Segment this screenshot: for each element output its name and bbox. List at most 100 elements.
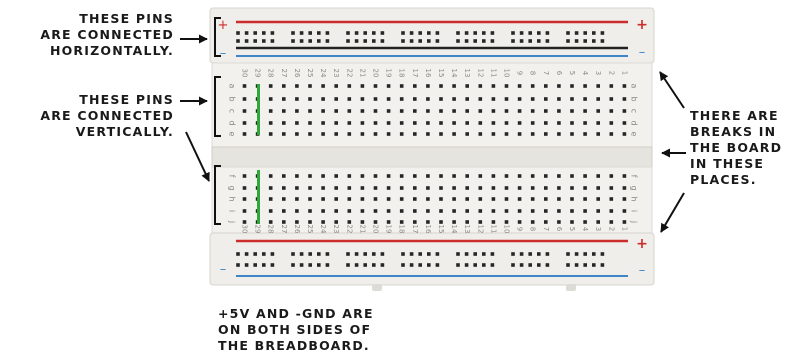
hole xyxy=(530,197,535,201)
hole xyxy=(399,132,404,136)
hole xyxy=(321,174,325,178)
column-number: 17 xyxy=(411,69,419,78)
hole xyxy=(583,263,587,267)
hole xyxy=(373,220,378,224)
hole xyxy=(592,39,596,43)
hole xyxy=(482,39,486,43)
hole xyxy=(373,186,378,190)
hole xyxy=(490,31,495,35)
row-letter: g xyxy=(228,185,237,190)
hole xyxy=(544,97,548,101)
hole xyxy=(399,209,404,213)
hole xyxy=(386,109,391,113)
column-number: 24 xyxy=(319,69,327,78)
hole xyxy=(334,220,338,224)
hole xyxy=(244,39,249,43)
hole xyxy=(622,174,627,178)
hole xyxy=(325,39,330,43)
hole xyxy=(491,84,496,88)
column-number: 30 xyxy=(241,225,249,234)
hole xyxy=(465,132,469,136)
hole xyxy=(291,39,295,43)
hole xyxy=(439,132,443,136)
column-number: 5 xyxy=(568,71,576,75)
column-number: 3 xyxy=(594,227,602,231)
hole xyxy=(537,31,541,35)
hole xyxy=(491,174,496,178)
hole xyxy=(418,31,422,35)
row-letter: b xyxy=(228,96,237,101)
hole xyxy=(295,97,299,101)
hole xyxy=(413,209,417,213)
hole xyxy=(413,97,417,101)
hole xyxy=(399,186,404,190)
column-number: 9 xyxy=(516,71,524,75)
hole xyxy=(360,174,365,178)
hole xyxy=(363,31,367,35)
hole xyxy=(413,220,417,224)
hole xyxy=(413,84,417,88)
hole xyxy=(464,39,469,43)
hole xyxy=(609,109,614,113)
column-number: 18 xyxy=(398,225,406,234)
hole xyxy=(409,31,414,35)
row-letter: d xyxy=(630,120,639,125)
column-number: 6 xyxy=(555,71,563,76)
hole xyxy=(452,197,456,201)
hole xyxy=(452,121,456,125)
column-number: 29 xyxy=(254,69,262,78)
hole xyxy=(295,109,299,113)
hole xyxy=(544,209,548,213)
arrow-vertical-diagonal xyxy=(185,131,210,182)
hole xyxy=(544,186,548,190)
row-letter: a xyxy=(228,84,237,89)
hole xyxy=(491,209,496,213)
hole xyxy=(268,84,273,88)
row-letter: d xyxy=(228,120,237,125)
hole xyxy=(537,263,541,267)
bottom-power-rail-strip xyxy=(209,232,655,286)
hole xyxy=(566,31,570,35)
hole xyxy=(504,186,509,190)
hole xyxy=(478,220,483,224)
hole xyxy=(426,109,430,113)
hole xyxy=(360,84,365,88)
minus-sign-top-right: – xyxy=(639,45,646,60)
hole xyxy=(426,209,430,213)
hole xyxy=(427,263,431,267)
hole xyxy=(308,197,312,201)
hole xyxy=(517,97,522,101)
hole xyxy=(363,39,367,43)
row-letter: c xyxy=(630,109,639,113)
label-vertical: THESE PINS ARE CONNECTED VERTICALLY. xyxy=(40,92,174,139)
hole xyxy=(242,84,247,88)
hole xyxy=(570,174,574,178)
column-number: 16 xyxy=(424,225,432,234)
hole xyxy=(282,132,286,136)
hole xyxy=(386,209,391,213)
hole xyxy=(574,39,579,43)
hole xyxy=(373,121,378,125)
hole xyxy=(511,263,515,267)
hole xyxy=(545,263,550,267)
hole xyxy=(386,97,391,101)
bracket-upper-terminal xyxy=(214,76,221,137)
hole xyxy=(574,263,579,267)
hole xyxy=(347,84,352,88)
hole xyxy=(452,220,456,224)
hole xyxy=(511,252,515,256)
hole xyxy=(557,97,561,101)
hole xyxy=(517,174,522,178)
row-letter: j xyxy=(228,220,237,223)
column-number: 29 xyxy=(254,225,262,234)
hole xyxy=(334,197,338,201)
hole xyxy=(386,197,391,201)
hole xyxy=(308,209,312,213)
hole xyxy=(622,209,627,213)
hole xyxy=(347,121,352,125)
hole xyxy=(557,186,561,190)
hole xyxy=(347,109,352,113)
minus-sign-top-left: – xyxy=(220,46,227,61)
hole xyxy=(268,121,273,125)
hole xyxy=(504,109,509,113)
